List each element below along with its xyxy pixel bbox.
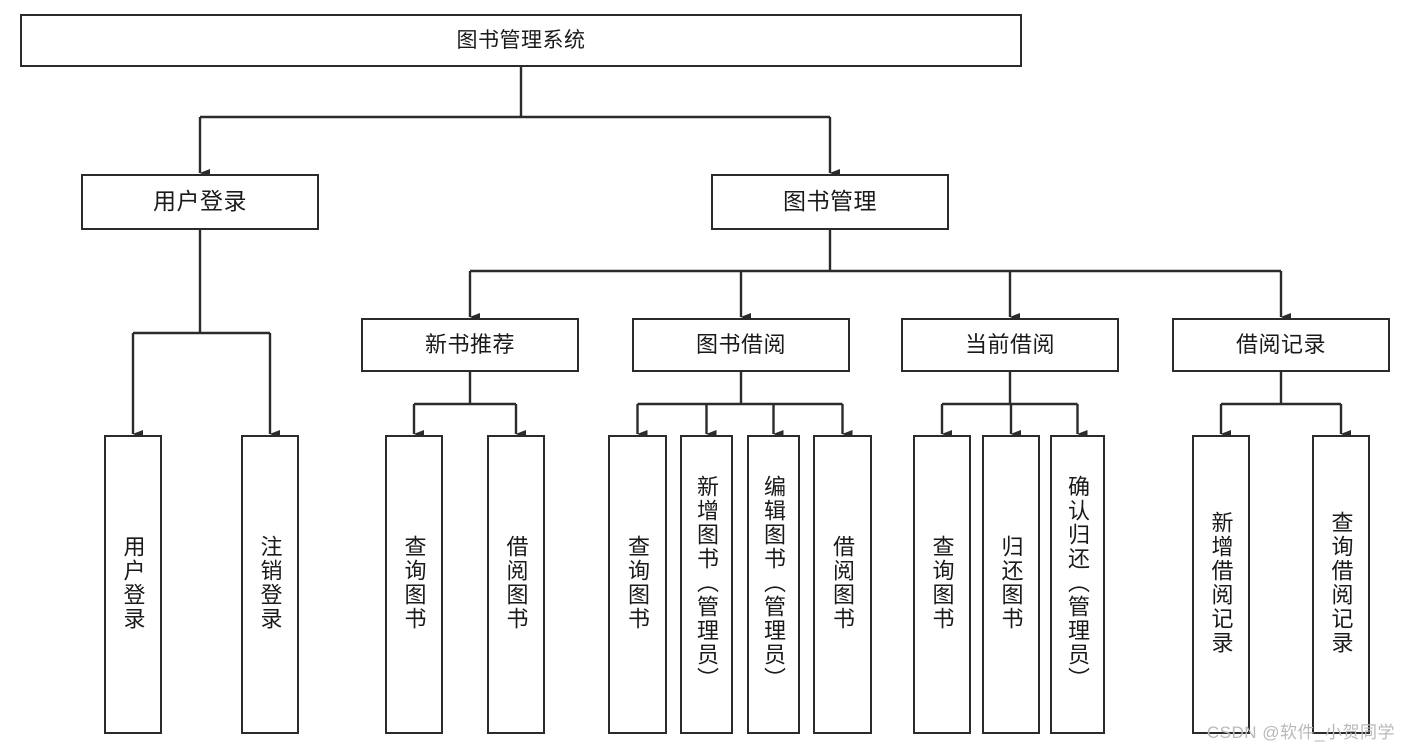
node-box-l8[interactable]: 借阅图书: [813, 435, 872, 734]
node-box-n2b[interactable]: 图书借阅: [632, 318, 850, 372]
node-label-n2d: 借阅记录: [1235, 331, 1326, 357]
node-box-l5[interactable]: 查询图书: [608, 435, 667, 734]
node-box-l6[interactable]: 新增图书（管理员）: [680, 435, 733, 734]
node-label-n2c: 当前借阅: [964, 331, 1055, 357]
watermark-text: CSDN @软件_小贺同学: [1206, 723, 1395, 742]
node-box-n2d[interactable]: 借阅记录: [1172, 318, 1390, 372]
node-box-l1[interactable]: 用户登录: [104, 435, 162, 734]
edge-group: [131, 67, 1352, 439]
node-label-l2: 注销登录: [257, 534, 283, 631]
node-box-l9[interactable]: 查询图书: [913, 435, 971, 734]
node-label-l8: 借阅图书: [830, 534, 856, 631]
node-label-l7: 编辑图书（管理员）: [761, 474, 787, 691]
node-label-root: 图书管理系统: [456, 28, 586, 52]
node-label-l11: 确认归还（管理员）: [1065, 474, 1091, 691]
node-box-l3[interactable]: 查询图书: [385, 435, 443, 734]
node-box-l2[interactable]: 注销登录: [241, 435, 299, 734]
node-label-n2b: 图书借阅: [695, 331, 786, 357]
node-box-root[interactable]: 图书管理系统: [20, 14, 1022, 67]
node-label-n2a: 新书推荐: [424, 331, 515, 357]
node-box-l13[interactable]: 查询借阅记录: [1312, 435, 1370, 734]
node-box-n2[interactable]: 图书管理: [711, 174, 949, 230]
node-box-l4[interactable]: 借阅图书: [487, 435, 545, 734]
node-box-l11[interactable]: 确认归还（管理员）: [1050, 435, 1105, 734]
node-box-l7[interactable]: 编辑图书（管理员）: [747, 435, 800, 734]
node-label-l4: 借阅图书: [503, 534, 529, 631]
node-box-n1[interactable]: 用户登录: [81, 174, 319, 230]
node-label-l13: 查询借阅记录: [1328, 510, 1354, 655]
node-label-l12: 新增借阅记录: [1208, 510, 1234, 655]
node-box-n2a[interactable]: 新书推荐: [361, 318, 579, 372]
node-box-n2c[interactable]: 当前借阅: [901, 318, 1119, 372]
node-box-l12[interactable]: 新增借阅记录: [1192, 435, 1250, 734]
node-label-n2: 图书管理: [783, 188, 877, 215]
node-label-l10: 归还图书: [998, 534, 1024, 631]
node-label-l9: 查询图书: [929, 534, 955, 631]
node-label-n1: 用户登录: [153, 188, 247, 215]
node-label-l3: 查询图书: [401, 534, 427, 631]
node-label-l1: 用户登录: [120, 534, 146, 631]
node-label-l6: 新增图书（管理员）: [694, 474, 720, 691]
node-box-l10[interactable]: 归还图书: [982, 435, 1040, 734]
node-label-l5: 查询图书: [625, 534, 651, 631]
